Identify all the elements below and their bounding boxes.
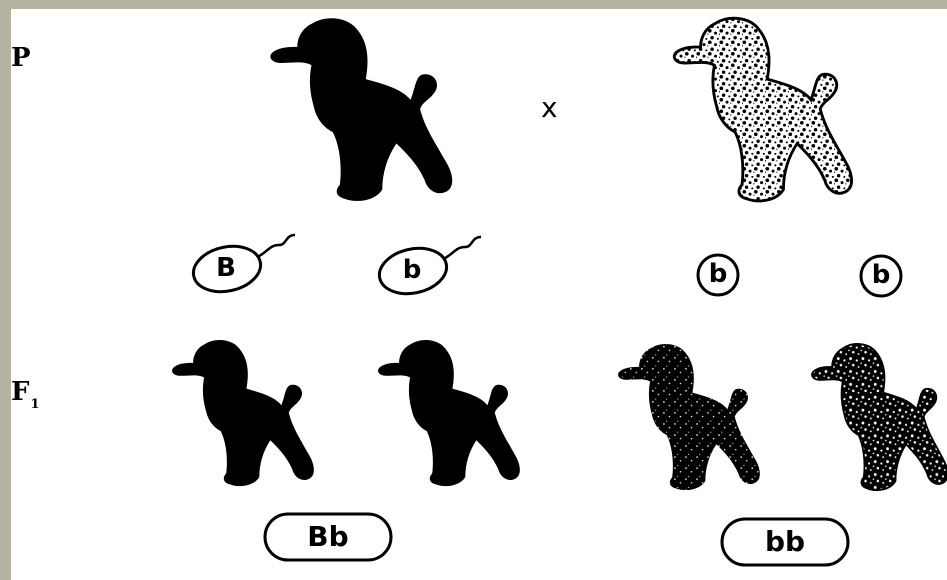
gamete-allele-1: B bbox=[211, 253, 241, 283]
poodle-speckled-parent bbox=[674, 18, 851, 201]
gamete-allele-4: b bbox=[866, 260, 896, 290]
poodle-f1-black-2 bbox=[378, 340, 520, 486]
genotype-label-1: Bb bbox=[265, 520, 391, 553]
gamete-allele-2: b bbox=[397, 255, 427, 285]
diagram-panel: P F1 x bbox=[11, 9, 947, 580]
gamete-sperm-2 bbox=[375, 237, 481, 300]
poodle-illustrations bbox=[11, 9, 947, 580]
poodle-f1-speckled-1 bbox=[618, 344, 760, 490]
poodle-f1-black-1 bbox=[172, 340, 314, 486]
gamete-allele-3: b bbox=[703, 259, 733, 289]
genotype-label-2: bb bbox=[722, 525, 848, 558]
gamete-sperm-1 bbox=[189, 235, 295, 298]
poodle-black-parent bbox=[270, 18, 452, 201]
poodle-f1-speckled-2 bbox=[812, 344, 947, 490]
